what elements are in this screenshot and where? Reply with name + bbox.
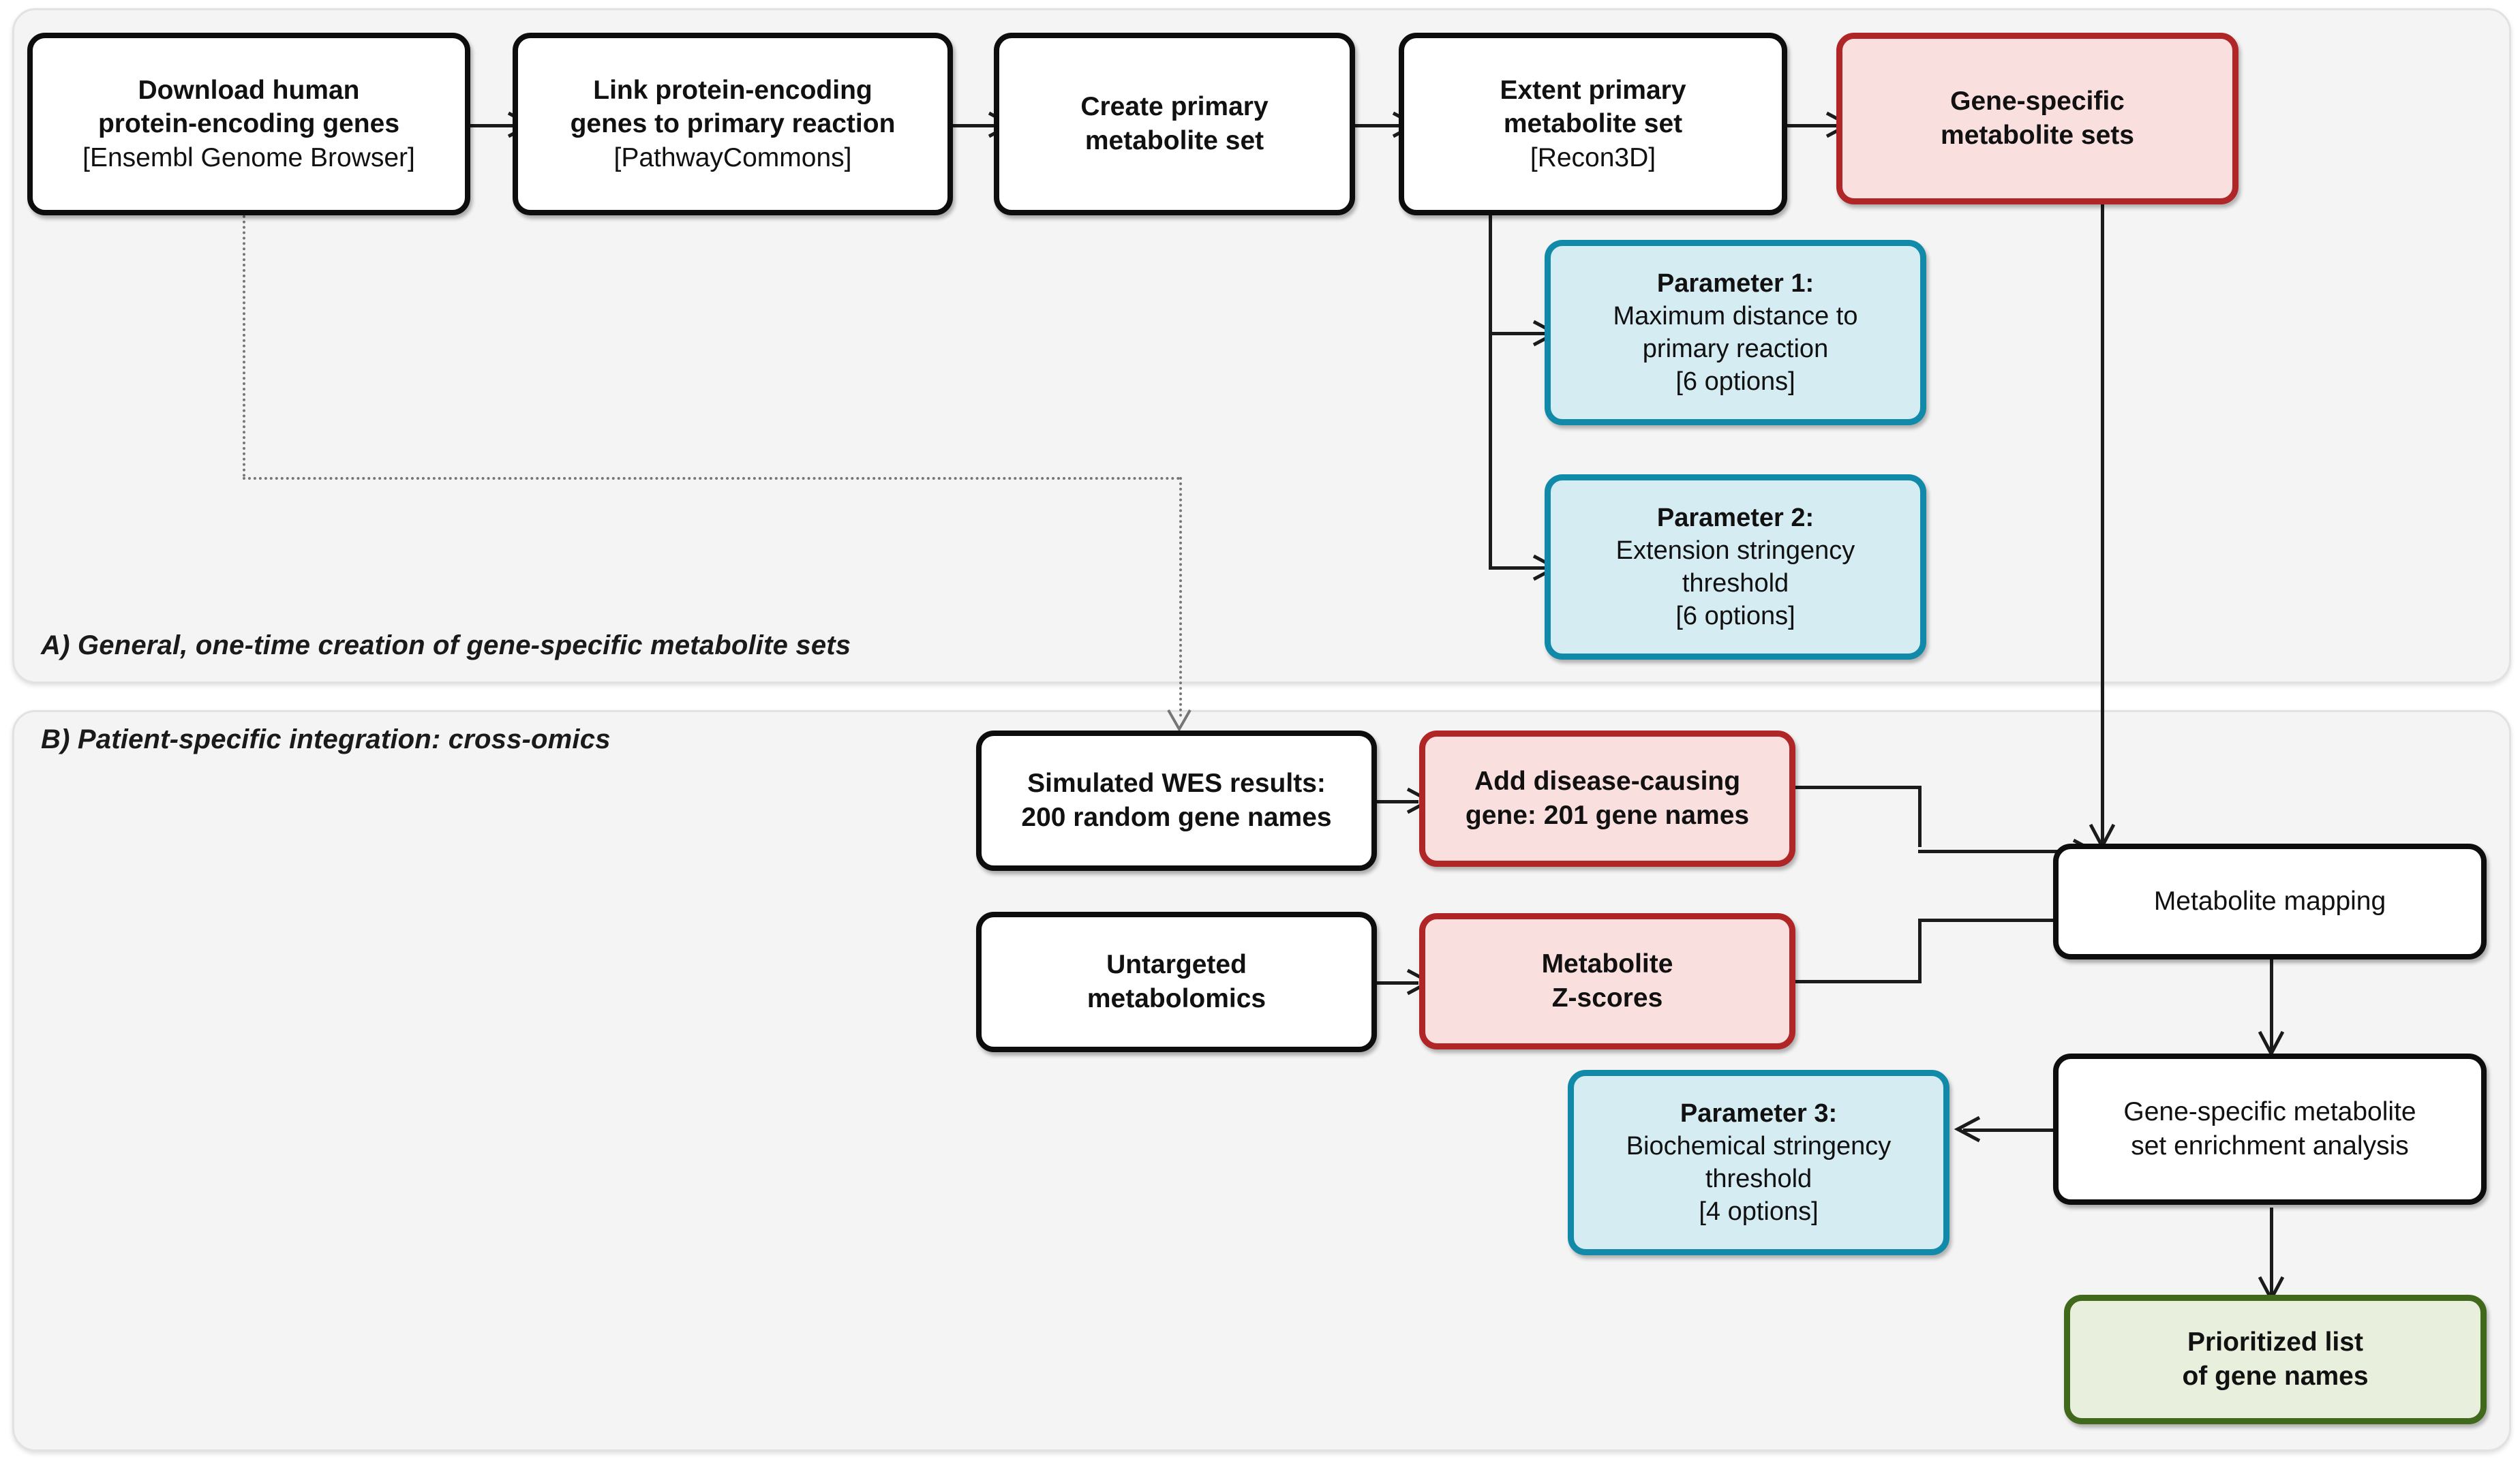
node-extent-primary-metabolite-set[interactable]: Extent primary metabolite set [Recon3D] [1399, 33, 1787, 215]
edge-enrichment-to-prioritized [2270, 1208, 2273, 1296]
node-parameter2-line1: Parameter 2: [1656, 503, 1815, 532]
node-disease-gene-line1: Add disease-causing [1474, 767, 1741, 797]
node-parameter2-line2: Extension stringency [1615, 536, 1855, 565]
node-prioritized-list[interactable]: Prioritized list of gene names [2064, 1295, 2487, 1424]
edge-untargeted-to-zscores [1372, 981, 1418, 985]
node-parameter2-line3: threshold [1682, 569, 1789, 598]
node-parameter3-line3: threshold [1705, 1165, 1812, 1193]
node-zscores-line2: Z-scores [1551, 983, 1663, 1013]
node-parameter3-line2: Biochemical stringency [1626, 1131, 1892, 1161]
node-wes-line1: Simulated WES results: [1027, 769, 1326, 799]
node-genesets-line1: Gene-specific [1950, 87, 2125, 117]
node-create-line1: Create primary [1080, 92, 1269, 122]
node-gene-specific-metabolite-sets[interactable]: Gene-specific metabolite sets [1836, 33, 2238, 204]
node-add-disease-causing-gene[interactable]: Add disease-causing gene: 201 gene names [1419, 731, 1795, 867]
node-extent-line3: [Recon3D] [1530, 142, 1656, 172]
node-disease-gene-line2: gene: 201 gene names [1465, 801, 1750, 830]
node-parameter1-line3: primary reaction [1642, 335, 1829, 363]
node-wes-line2: 200 random gene names [1021, 803, 1332, 832]
panel-b-label: B) Patient-specific integration: cross-o… [41, 724, 611, 754]
node-extent-line2: metabolite set [1503, 109, 1683, 139]
edge-branch-to-parameter1 [1489, 332, 1545, 335]
edge-disease-gene-down [1918, 786, 1922, 847]
node-parameter-1[interactable]: Parameter 1: Maximum distance to primary… [1545, 240, 1926, 425]
edge-download-to-link [470, 124, 519, 127]
edge-extent-to-genesets [1786, 124, 1839, 127]
node-create-primary-metabolite-set[interactable]: Create primary metabolite set [994, 33, 1355, 215]
node-metabolite-z-scores[interactable]: Metabolite Z-scores [1419, 913, 1795, 1049]
edge-zscores-out [1789, 980, 1921, 983]
node-enrichment-analysis[interactable]: Gene-specific metabolite set enrichment … [2053, 1054, 2487, 1205]
edge-zscores-to-mapping [1918, 919, 2097, 922]
node-parameter3-line1: Parameter 3: [1680, 1099, 1838, 1128]
node-parameter3-line4: [4 options] [1699, 1197, 1819, 1227]
node-zscores-line1: Metabolite [1541, 949, 1673, 979]
node-metabolite-mapping[interactable]: Metabolite mapping [2053, 844, 2487, 959]
node-parameter1-line4: [6 options] [1675, 367, 1795, 397]
node-link-line2: genes to primary reaction [570, 109, 896, 139]
node-untargeted-line2: metabolomics [1087, 984, 1266, 1013]
node-link-line1: Link protein-encoding [593, 75, 872, 105]
node-parameter1-line2: Maximum distance to [1613, 301, 1858, 331]
node-download-line2: protein-encoding genes [97, 109, 400, 139]
node-link-line3: [PathwayCommons] [613, 142, 852, 172]
node-parameter1-line1: Parameter 1: [1656, 268, 1815, 298]
node-extent-line1: Extent primary [1500, 75, 1686, 105]
node-download-line1: Download human [138, 75, 360, 105]
edge-genesets-to-mapping-vertical [2101, 204, 2104, 845]
node-genesets-line2: metabolite sets [1941, 121, 2134, 150]
panel-a-label: A) General, one-time creation of gene-sp… [41, 630, 851, 660]
node-enrichment-line2: set enrichment analysis [2131, 1131, 2409, 1161]
edge-wes-to-disease-gene [1372, 800, 1418, 803]
edge-create-to-extent [1355, 124, 1404, 127]
arrowhead-enrichment-to-parameter3 [1954, 1116, 1981, 1143]
node-enrichment-line1: Gene-specific metabolite [2123, 1097, 2416, 1127]
edge-disease-gene-out [1789, 786, 1921, 789]
node-parameter-3[interactable]: Parameter 3: Biochemical stringency thre… [1568, 1070, 1949, 1255]
dotted-edge-down-to-wes [1179, 477, 1182, 717]
node-parameter-2[interactable]: Parameter 2: Extension stringency thresh… [1545, 474, 1926, 660]
node-create-line2: metabolite set [1084, 126, 1264, 155]
node-link-genes-to-reaction[interactable]: Link protein-encoding genes to primary r… [513, 33, 953, 215]
dotted-edge-horizontal [243, 477, 1181, 480]
node-download-human-genes[interactable]: Download human protein-encoding genes [E… [27, 33, 470, 215]
node-download-line3: [Ensembl Genome Browser] [82, 142, 415, 172]
node-untargeted-metabolomics[interactable]: Untargeted metabolomics [976, 912, 1377, 1052]
node-simulated-wes-results[interactable]: Simulated WES results: 200 random gene n… [976, 731, 1377, 871]
edge-enrichment-to-parameter3 [1963, 1128, 2113, 1132]
node-prioritized-line1: Prioritized list [2187, 1327, 2363, 1357]
node-prioritized-line2: of gene names [2182, 1362, 2369, 1391]
node-untargeted-line1: Untargeted [1106, 950, 1247, 980]
arrowhead-dotted-to-wes [1167, 709, 1191, 733]
node-mapping-line1: Metabolite mapping [2153, 887, 2386, 917]
edge-branch-to-parameter2 [1489, 566, 1545, 570]
node-parameter2-line4: [6 options] [1675, 602, 1795, 631]
edge-link-to-create [951, 124, 1000, 127]
edge-extent-branch-vertical [1489, 204, 1492, 570]
dotted-edge-download-vertical [243, 204, 245, 477]
edge-mapping-to-enrichment [2270, 957, 2273, 1052]
edge-zscores-up [1918, 919, 1922, 983]
edge-disease-gene-to-mapping [1918, 850, 2097, 853]
